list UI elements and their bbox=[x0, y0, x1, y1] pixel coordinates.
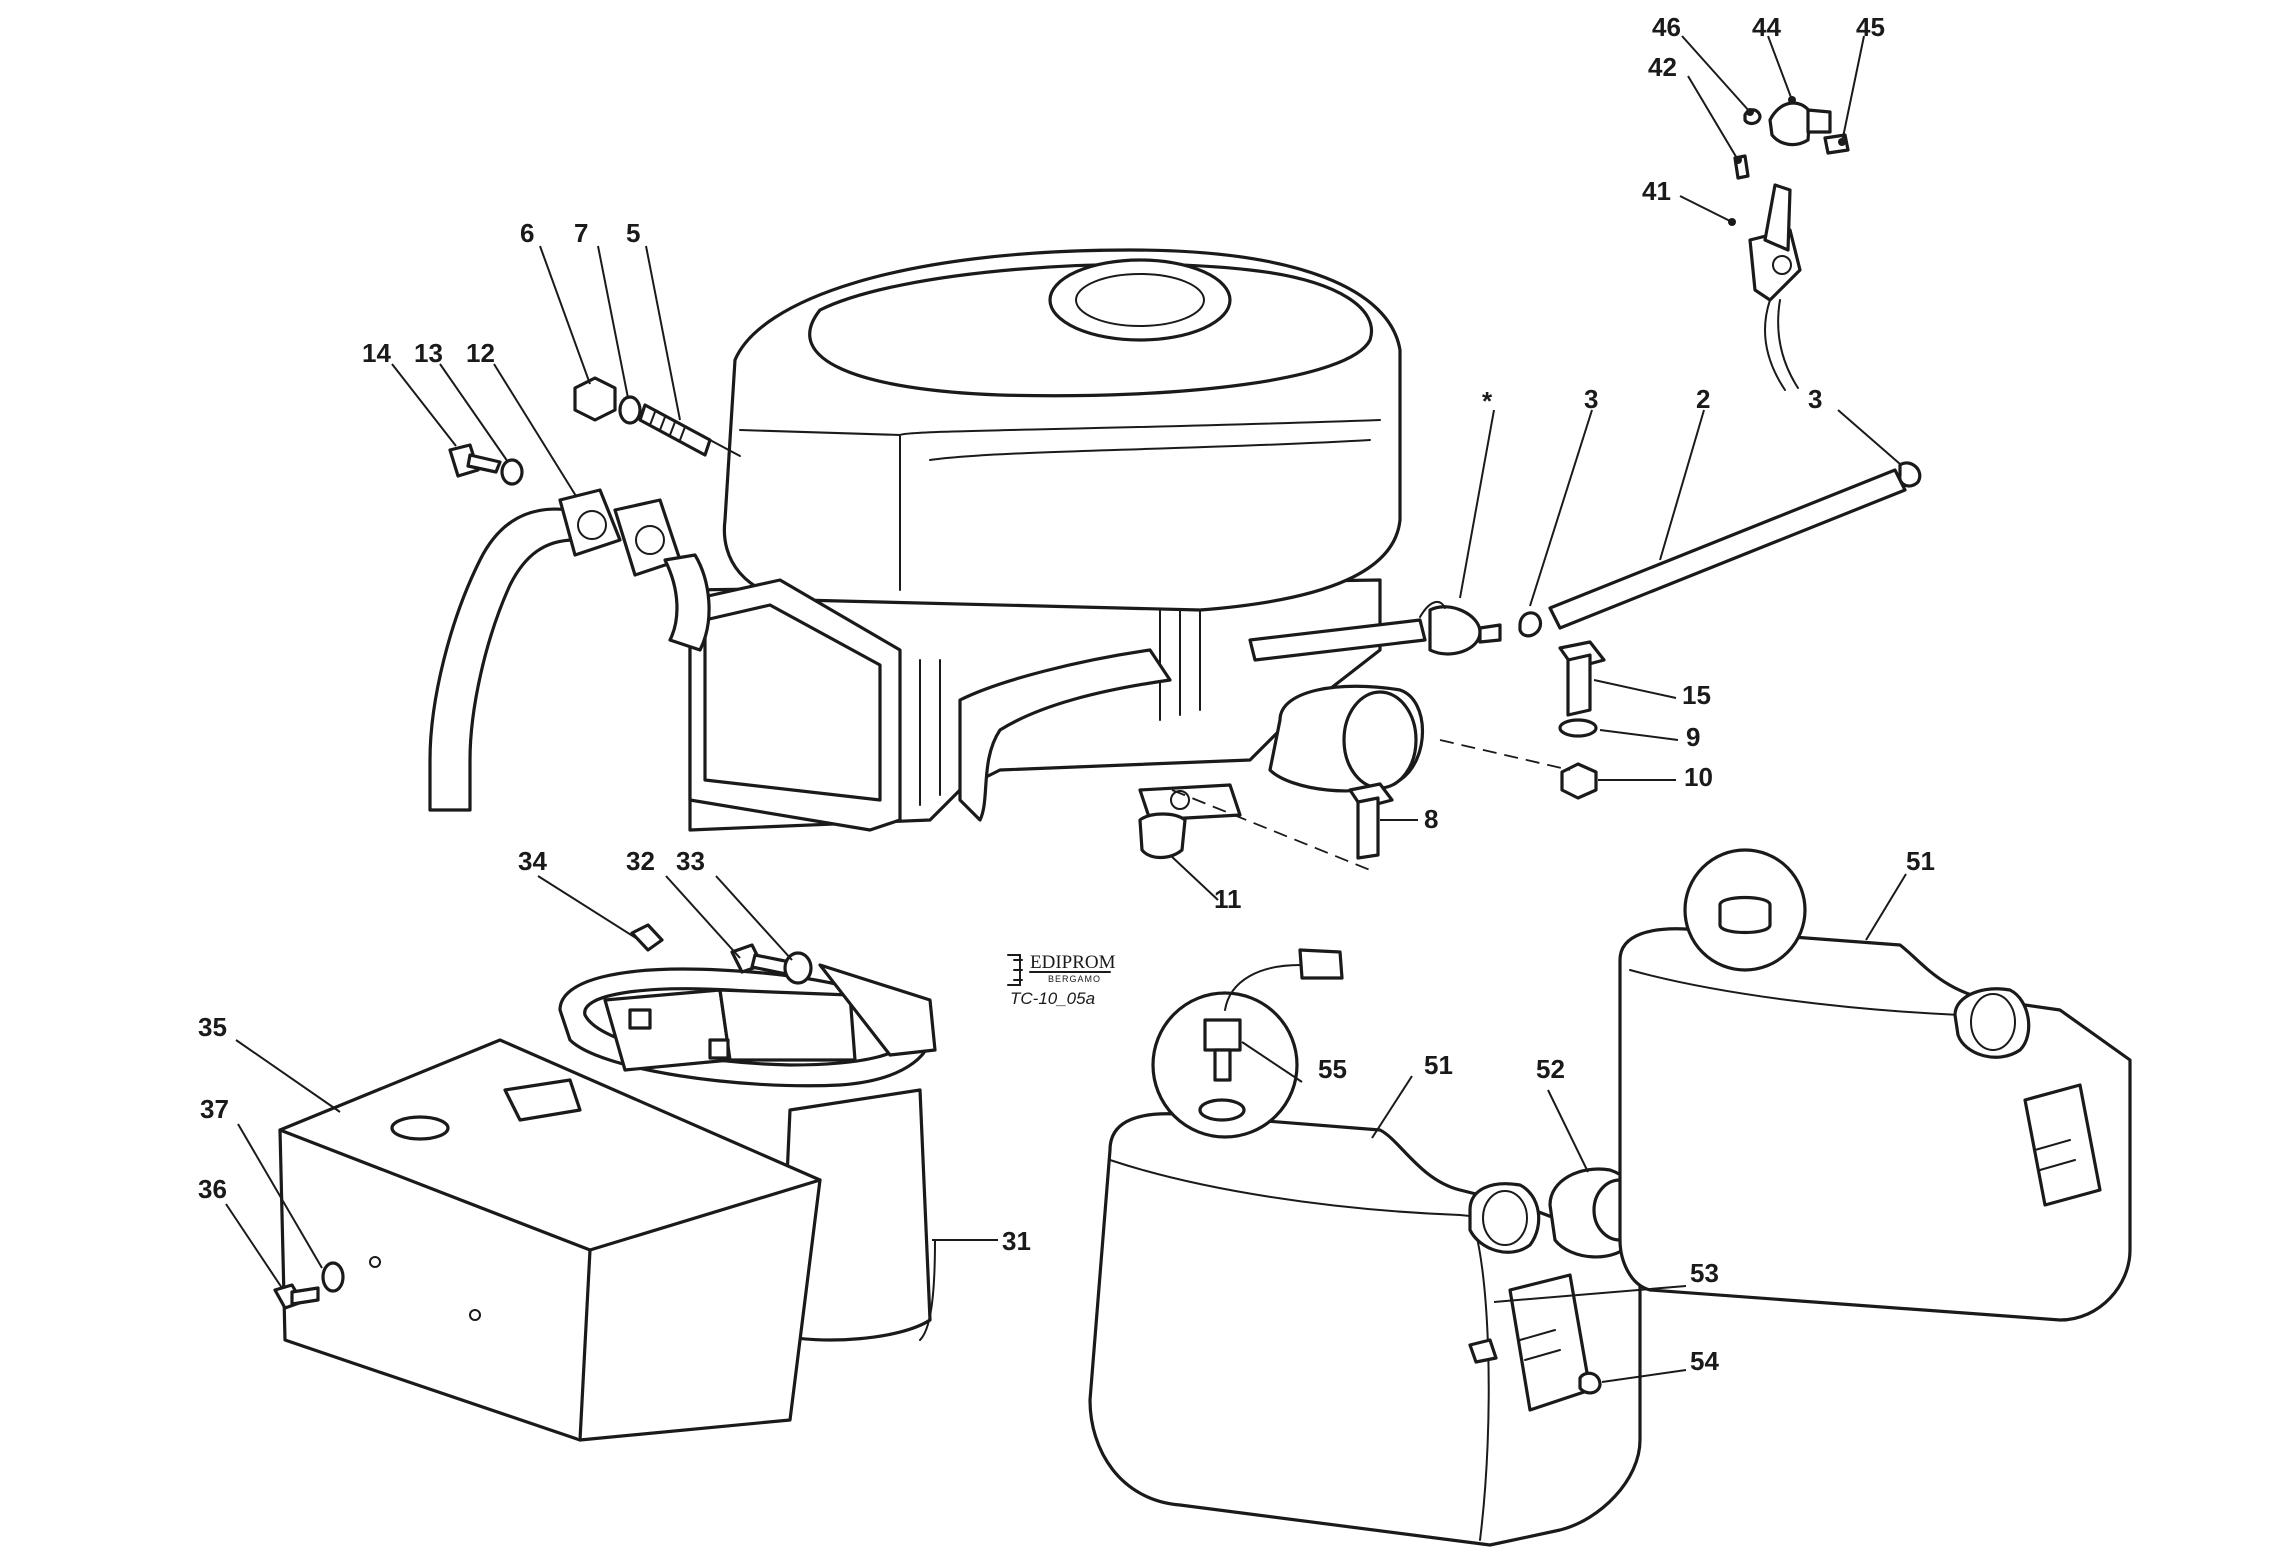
fuel-tank-rear bbox=[1618, 848, 2132, 1322]
publisher-name: EDIPROM bbox=[1030, 952, 1116, 973]
callout-34: 34 bbox=[518, 846, 547, 876]
callout-54: 54 bbox=[1690, 1346, 1719, 1376]
callout-52: 52 bbox=[1536, 1054, 1565, 1084]
callout-7: 7 bbox=[574, 218, 588, 248]
callout-15: 15 bbox=[1682, 680, 1711, 710]
battery-holder bbox=[273, 923, 937, 1442]
callout-5: 5 bbox=[626, 218, 640, 248]
callout-36: 36 bbox=[198, 1174, 227, 1204]
engine-assembly bbox=[688, 248, 1425, 832]
callout-12: 12 bbox=[466, 338, 495, 368]
publisher-stamp: EDIPROM BERGAMO TC-10_05a bbox=[1007, 952, 1116, 1008]
engine-mount-hardware bbox=[448, 376, 741, 486]
fuel-line bbox=[1248, 461, 1922, 662]
callout-44: 44 bbox=[1752, 12, 1781, 42]
engine-bolt-set bbox=[1138, 640, 1606, 871]
callout-leaders bbox=[225, 35, 1907, 1383]
drawing-code: TC-10_05a bbox=[1010, 989, 1095, 1008]
callout-3-right: 3 bbox=[1808, 384, 1822, 414]
callout-53: 53 bbox=[1690, 1258, 1719, 1288]
callout-33: 33 bbox=[676, 846, 705, 876]
callout-10: 10 bbox=[1684, 762, 1713, 792]
callout-46: 46 bbox=[1652, 12, 1681, 42]
callout-51-front: 51 bbox=[1424, 1050, 1453, 1080]
callout-32: 32 bbox=[626, 846, 655, 876]
callout-labels: 46 44 45 42 41 6 7 5 14 13 12 * 3 2 3 15… bbox=[198, 12, 1935, 1376]
callout-9: 9 bbox=[1686, 722, 1700, 752]
callout-55: 55 bbox=[1318, 1054, 1347, 1084]
callout-6: 6 bbox=[520, 218, 534, 248]
callout-31: 31 bbox=[1002, 1226, 1031, 1256]
callout-35: 35 bbox=[198, 1012, 227, 1042]
fuel-tank-front bbox=[1088, 948, 1648, 1547]
exhaust-pipe bbox=[428, 488, 711, 812]
callout-8: 8 bbox=[1424, 804, 1438, 834]
callout-14: 14 bbox=[362, 338, 391, 368]
callout-13: 13 bbox=[414, 338, 443, 368]
callout-45: 45 bbox=[1856, 12, 1885, 42]
publisher-city: BERGAMO bbox=[1048, 974, 1101, 984]
throttle-linkage bbox=[1733, 101, 1850, 391]
callout-2: 2 bbox=[1696, 384, 1710, 414]
callout-42: 42 bbox=[1648, 52, 1677, 82]
callout-star: * bbox=[1482, 386, 1493, 416]
callout-41: 41 bbox=[1642, 176, 1671, 206]
callout-11: 11 bbox=[1214, 884, 1242, 914]
callout-51-rear: 51 bbox=[1906, 846, 1935, 876]
callout-37: 37 bbox=[200, 1094, 229, 1124]
callout-3-left: 3 bbox=[1584, 384, 1598, 414]
